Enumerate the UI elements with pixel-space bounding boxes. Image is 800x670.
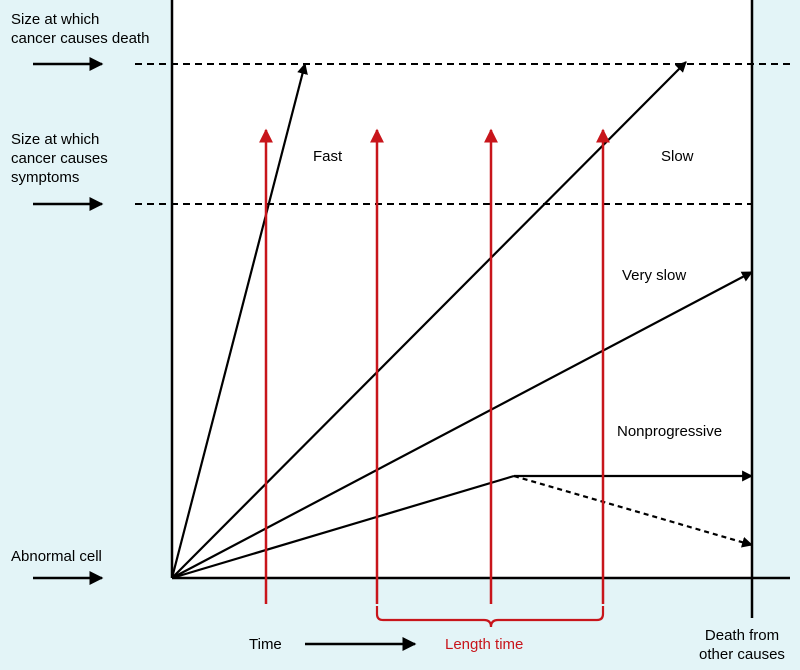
nonprogressive-label: Nonprogressive (617, 423, 723, 440)
slow-label: Slow (661, 148, 694, 165)
length-time-brace (375, 606, 605, 628)
fast-label: Fast (313, 148, 343, 165)
symptom-size-label: Size at which cancer causes symptoms (11, 131, 108, 186)
abnormal-cell-label: Abnormal cell (11, 548, 102, 565)
slow-growth-arrow (171, 61, 687, 579)
very-slow-label: Very slow (622, 267, 687, 284)
death-size-label: Size at which cancer causes death (11, 11, 150, 47)
length-time-label: Length time (445, 636, 524, 653)
death-other-causes-label: Death from other causes (699, 627, 785, 663)
fast-growth-arrow (170, 62, 308, 579)
nonprogressive-growth-line (171, 474, 515, 580)
time-label: Time (249, 636, 282, 653)
very-slow-growth-arrow (171, 271, 753, 579)
